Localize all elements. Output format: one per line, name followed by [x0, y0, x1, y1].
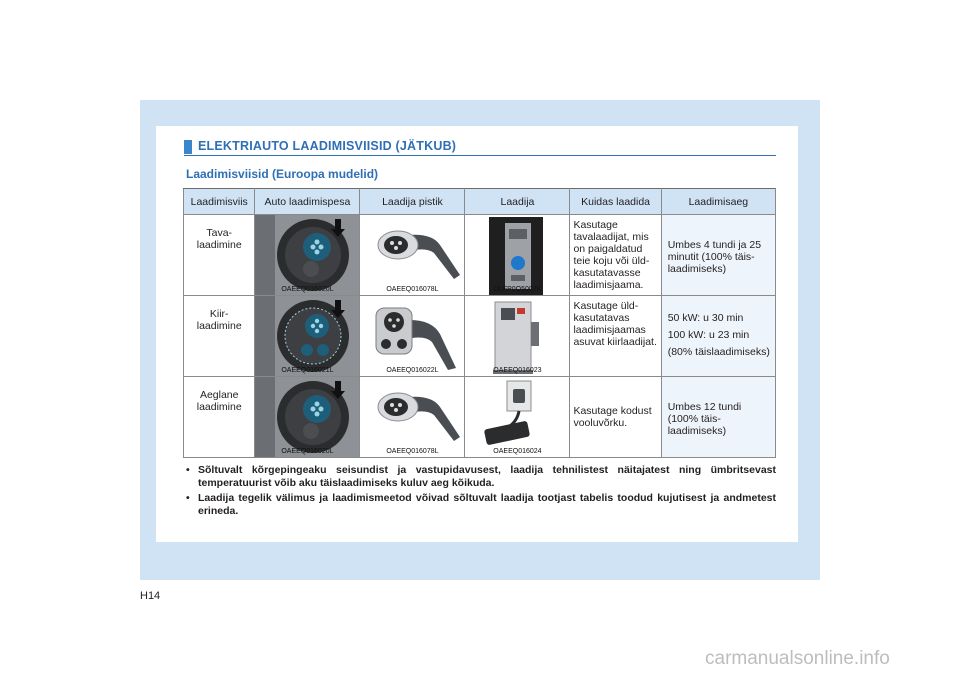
image-code: OAEEQ016021L: [281, 367, 334, 374]
charging-modes-table: Laadimisviis Auto laadimispesa Laadija p…: [182, 188, 777, 458]
charger-photo: OAEEQ016023: [464, 295, 571, 377]
section-subtitle: Laadimisviisid (Euroopa mudelid): [186, 167, 379, 181]
col-header-how: Kuidas laadida: [569, 188, 662, 215]
how-to-charge-cell: Kasutage kodust vooluvõrku.: [569, 376, 662, 458]
charging-inlet-icon: [255, 215, 360, 295]
how-to-charge-cell: Kasutage üld-kasutatavas laadimisjaamas …: [569, 295, 662, 377]
mode-label: Aeglane laadimine: [196, 389, 242, 413]
charging-time-cell: 50 kW: u 30 min 100 kW: u 23 min (80% tä…: [660, 295, 777, 377]
table-header-row: Laadimisviis Auto laadimispesa Laadija p…: [182, 188, 777, 215]
wallbox-charger-icon: [465, 215, 570, 295]
charger-plug-icon: [360, 377, 465, 457]
page-title: ELEKTRIAUTO LAADIMISVIISID (JÄTKUB): [198, 139, 457, 153]
plug-photo: OAEEQ016078L: [359, 376, 466, 458]
table-row: Aeglane laadimine OAEEQ016020L: [182, 376, 777, 458]
charger-photo: OAEEQ016024: [464, 376, 571, 458]
image-code: OAEEQ016024: [493, 448, 542, 455]
inlet-photo: OAEEQ016021L: [254, 295, 361, 377]
title-underline: [184, 155, 776, 156]
note-item: Laadija tegelik välimus ja laadimismeeto…: [186, 492, 776, 517]
col-header-charger: Laadija: [464, 188, 571, 215]
table-row: Tava- laadimine OAEEQ016020L: [182, 214, 777, 296]
mode-label: Tava- laadimine: [196, 227, 242, 251]
mode-cell: Tava- laadimine: [182, 214, 256, 296]
portable-charger-icon: [465, 377, 570, 457]
mode-cell: Aeglane laadimine: [182, 376, 256, 458]
charger-plug-icon: [360, 215, 465, 295]
mode-label: Kiir- laadimine: [196, 308, 242, 332]
plug-photo: OAEEQ016078L: [359, 214, 466, 296]
charging-inlet-icon: [255, 377, 360, 457]
charger-photo: OLFP0Q5007K: [464, 214, 571, 296]
charging-time-cell: Umbes 12 tundi (100% täis-laadimiseks): [660, 376, 777, 458]
ccs-inlet-icon: [255, 296, 360, 376]
col-header-mode: Laadimisviis: [182, 188, 256, 215]
image-code: OLFP0Q5007K: [493, 286, 542, 293]
image-code: OAEEQ016078L: [386, 286, 439, 293]
image-code: OAEEQ016020L: [281, 448, 334, 455]
charging-time-line: (80% täislaadimiseks): [667, 346, 770, 358]
how-to-charge-cell: Kasutage tavalaadijat, mis on paigaldatu…: [569, 214, 662, 296]
title-marker: [184, 140, 192, 154]
image-code: OAEEQ016078L: [386, 448, 439, 455]
col-header-plug: Laadija pistik: [359, 188, 466, 215]
inlet-photo: OAEEQ016020L: [254, 214, 361, 296]
fast-charger-station-icon: [465, 296, 570, 376]
charging-time-cell: Umbes 4 tundi ja 25 minutit (100% täis-l…: [660, 214, 777, 296]
col-header-inlet: Auto laadimispesa: [254, 188, 361, 215]
notes-list: Sõltuvalt kõrgepingeaku seisundist ja va…: [186, 464, 776, 520]
charging-time-line: 50 kW: u 30 min: [667, 312, 744, 324]
col-header-time: Laadimisaeg: [660, 188, 777, 215]
image-code: OAEEQ016020L: [281, 286, 334, 293]
inlet-photo: OAEEQ016020L: [254, 376, 361, 458]
note-item: Sõltuvalt kõrgepingeaku seisundist ja va…: [186, 464, 776, 489]
table-row: Kiir- laadimine OAEEQ016021L: [182, 295, 777, 377]
charging-time-line: 100 kW: u 23 min: [667, 329, 750, 341]
plug-photo: OAEEQ016022L: [359, 295, 466, 377]
image-code: OAEEQ016022L: [386, 367, 439, 374]
watermark: carmanualsonline.info: [705, 648, 890, 669]
mode-cell: Kiir- laadimine: [182, 295, 256, 377]
page-number: H14: [140, 590, 161, 602]
image-code: OAEEQ016023: [493, 367, 542, 374]
ccs-plug-icon: [360, 296, 465, 376]
